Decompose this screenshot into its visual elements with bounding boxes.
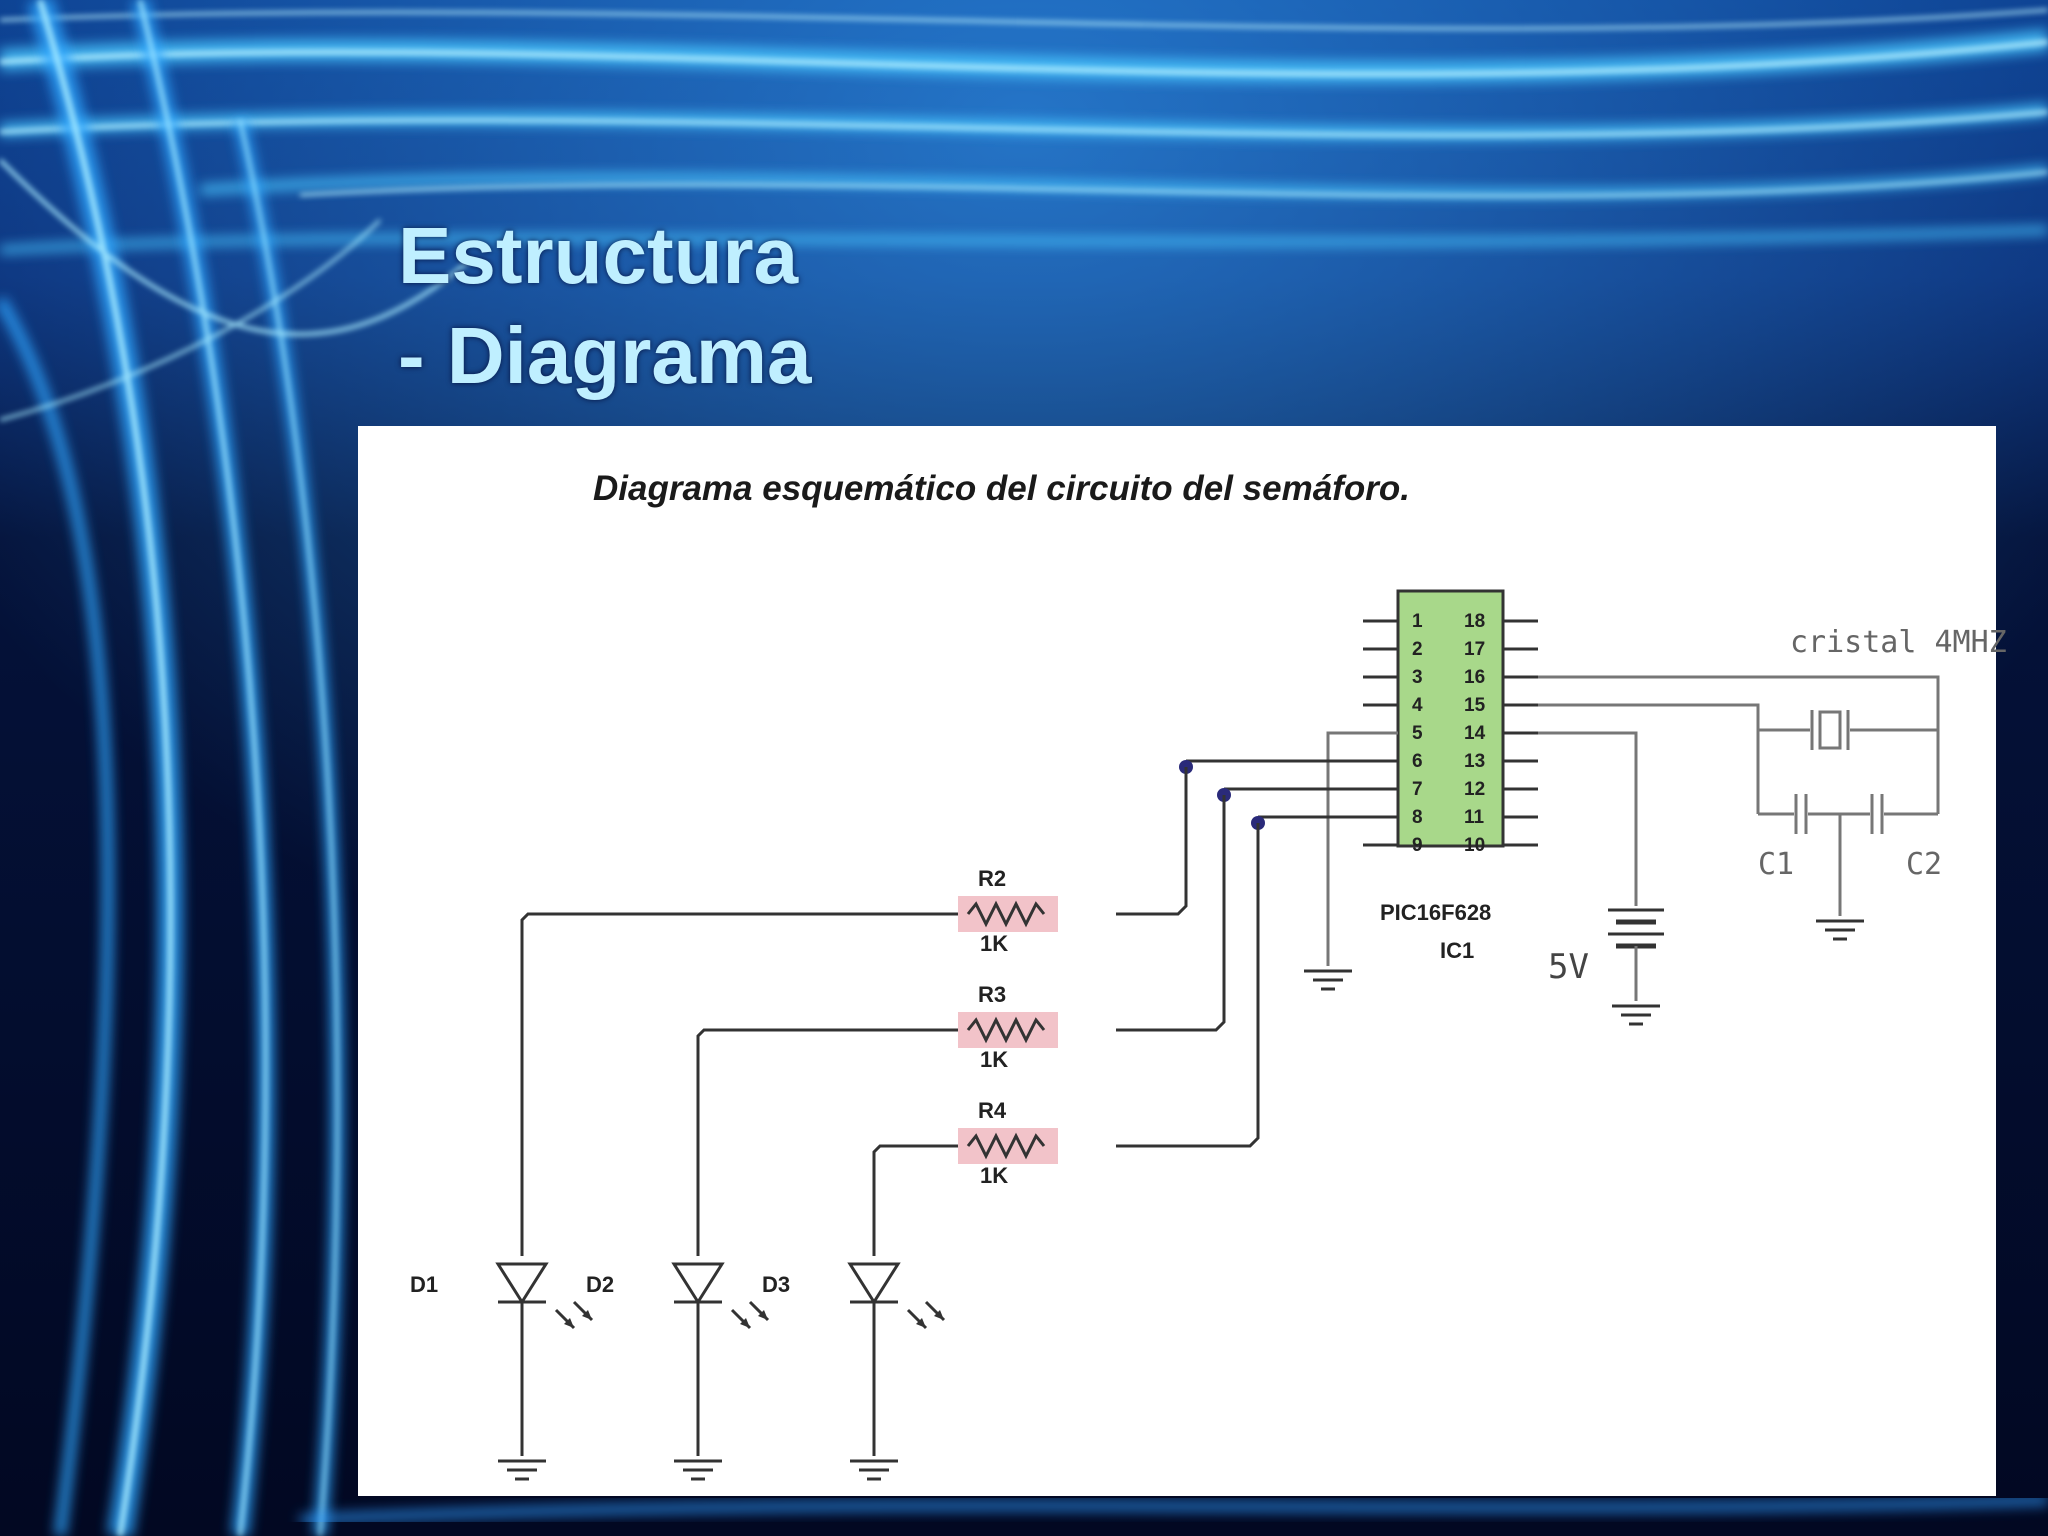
pin-right-11: 11 — [1464, 807, 1485, 828]
schematic-diagram: Diagrama esquemático del circuito del se… — [410, 469, 2007, 1481]
pin-left-1: 1 — [1412, 611, 1423, 632]
resistor-r4-value: 1K — [980, 1163, 1008, 1188]
slide-title-line-2: - Diagrama — [398, 311, 812, 400]
pin-right-14: 14 — [1464, 723, 1486, 744]
pic-microcontroller: 1 2 3 4 5 6 7 8 9 18 17 16 15 14 13 12 1… — [1363, 589, 1538, 963]
led-d2-label: D2 — [586, 1272, 614, 1297]
slide-title-line-1: Estructura — [398, 211, 799, 300]
schematic-caption: Diagrama esquemático del circuito del se… — [593, 469, 1410, 508]
supply-5v: 5V — [1538, 731, 1664, 1026]
pin-right-16: 16 — [1464, 667, 1485, 688]
led-d2: D2 — [586, 1262, 770, 1481]
resistor-r3: R3 1K — [696, 982, 1060, 1256]
led-d3: D3 — [762, 1262, 946, 1481]
pin-left-8: 8 — [1412, 807, 1423, 828]
schematic-panel: Diagrama esquemático del circuito del se… — [358, 426, 2007, 1496]
pin-right-18: 18 — [1464, 611, 1485, 632]
pin5-ground-wire — [1302, 731, 1398, 991]
resistor-r4: R4 1K — [872, 1098, 1060, 1256]
pin-left-4: 4 — [1412, 695, 1423, 716]
resistor-r2: R2 1K — [520, 866, 1060, 1256]
crystal-oscillator: cristal 4MHZ C1 C2 — [1538, 625, 2007, 941]
pin-left-7: 7 — [1412, 779, 1423, 800]
signal-wires — [1116, 759, 1398, 1148]
led-d1-label: D1 — [410, 1272, 438, 1297]
pin-right-10: 10 — [1464, 835, 1485, 856]
pin-right-12: 12 — [1464, 779, 1485, 800]
resistor-r2-name: R2 — [978, 866, 1006, 891]
supply-label: 5V — [1548, 947, 1589, 987]
resistor-r3-value: 1K — [980, 1047, 1008, 1072]
pin-left-3: 3 — [1412, 667, 1423, 688]
led-d3-label: D3 — [762, 1272, 790, 1297]
pin-right-13: 13 — [1464, 751, 1485, 772]
pin-left-2: 2 — [1412, 639, 1423, 660]
resistor-r2-value: 1K — [980, 931, 1008, 956]
chip-part-label: PIC16F628 — [1380, 900, 1491, 925]
resistor-r3-name: R3 — [978, 982, 1006, 1007]
chip-ref-label: IC1 — [1440, 938, 1474, 963]
pin-left-9: 9 — [1412, 835, 1423, 856]
pin-left-6: 6 — [1412, 751, 1423, 772]
pin-right-15: 15 — [1464, 695, 1486, 716]
crystal-label: cristal 4MHZ — [1790, 625, 2007, 660]
pin-left-5: 5 — [1412, 723, 1423, 744]
capacitor-c1-label: C1 — [1758, 847, 1794, 882]
pin-right-17: 17 — [1464, 639, 1485, 660]
led-d1: D1 — [410, 1262, 594, 1481]
resistor-r4-name: R4 — [978, 1098, 1007, 1123]
capacitor-c2-label: C2 — [1906, 847, 1942, 882]
